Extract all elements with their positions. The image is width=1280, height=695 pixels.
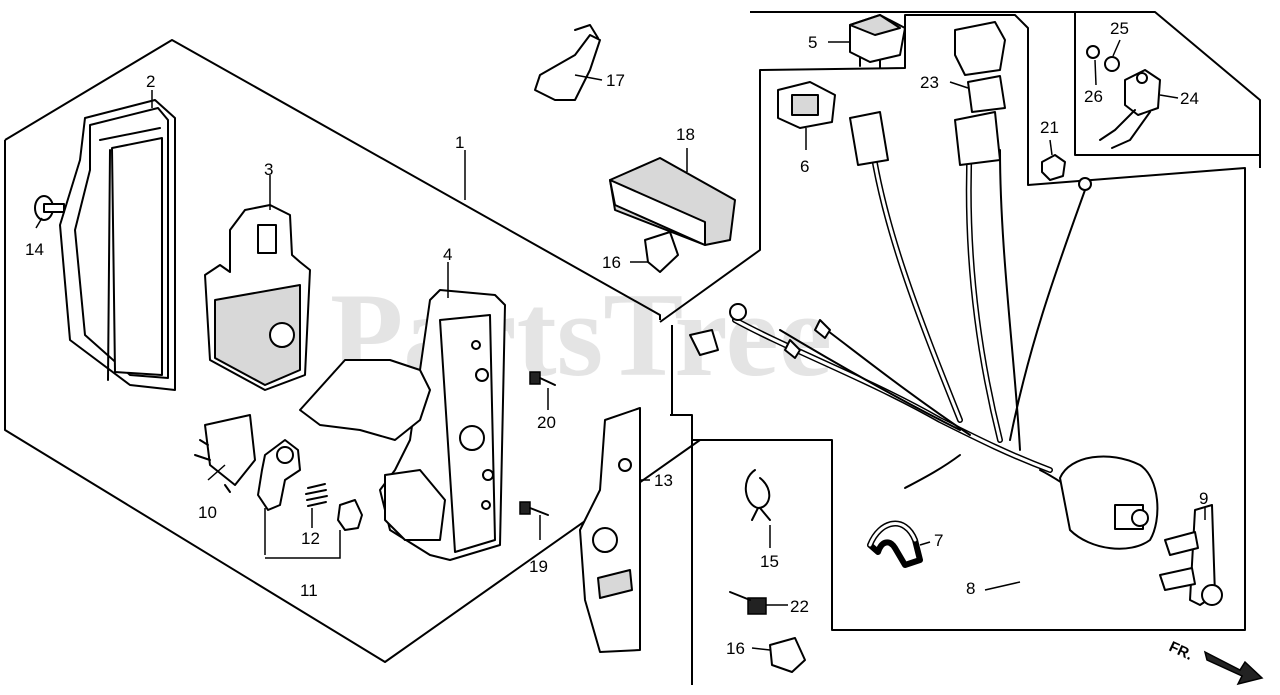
- callout-7: 7: [934, 531, 943, 550]
- part-23-fuse: [954, 21, 1006, 113]
- callout-15: 15: [760, 552, 779, 571]
- part-12-spring: [305, 483, 363, 531]
- part-7-clamp: [867, 520, 923, 568]
- part-22-bolt: [729, 591, 767, 615]
- part-11-lever: [257, 439, 301, 511]
- callout-18: 18: [676, 125, 695, 144]
- callout-11: 11: [300, 581, 318, 600]
- callout-21: 21: [1040, 118, 1059, 137]
- upper-frame: [750, 11, 1261, 168]
- callout-1: 1: [455, 133, 464, 152]
- part-9-key: [1159, 504, 1223, 606]
- part-18-pad: [609, 157, 736, 246]
- callout-24: 24: [1180, 89, 1199, 108]
- part-16b-clip: [769, 637, 806, 673]
- leader-lines: [35, 39, 1206, 651]
- part-24-sensor: [1099, 69, 1161, 149]
- part-10-switch: [194, 414, 256, 493]
- callout-23: 23: [920, 73, 939, 92]
- callout-16b: 16: [726, 639, 745, 658]
- callout-22: 22: [790, 597, 809, 616]
- callout-16a: 16: [602, 253, 621, 272]
- harness-group-outline: [659, 14, 1246, 631]
- callout-5: 5: [808, 33, 817, 52]
- part-16a-clip: [644, 231, 679, 273]
- part-19-bolt: [519, 501, 549, 516]
- callout-17: 17: [606, 71, 625, 90]
- callout-12: 12: [301, 529, 320, 548]
- part-26-washer: [1086, 45, 1100, 59]
- callout-3: 3: [264, 160, 273, 179]
- callouts: 1 2 3 4 5 6 7 8 9 10 11 12 13 14 15 16 1…: [25, 19, 1208, 658]
- part-20-bolt: [529, 371, 556, 386]
- ignition-switch: [1059, 455, 1159, 550]
- callout-2: 2: [146, 72, 155, 91]
- callout-13: 13: [654, 471, 673, 490]
- callout-9: 9: [1199, 489, 1208, 508]
- callout-20: 20: [537, 413, 556, 432]
- assembly-1-outline: [4, 39, 701, 663]
- harness-box-right: [671, 70, 761, 415]
- part-2-cover: [59, 99, 176, 391]
- callout-14: 14: [25, 240, 44, 259]
- callout-8: 8: [966, 579, 975, 598]
- callout-19: 19: [529, 557, 548, 576]
- part-6-connector: [777, 81, 836, 129]
- callout-6: 6: [800, 157, 809, 176]
- part-25-screw: [1104, 56, 1120, 72]
- part-21-nut: [1041, 154, 1066, 181]
- callout-26: 26: [1084, 87, 1103, 106]
- front-direction-arrow: FR.: [1166, 638, 1264, 686]
- svg-text:FR.: FR.: [1166, 638, 1195, 664]
- part-15-band: [744, 469, 771, 521]
- callout-25: 25: [1110, 19, 1129, 38]
- part-17-clip: [534, 24, 601, 101]
- part-3-bracket: [204, 204, 311, 391]
- part-8-wire-harness: [689, 111, 1092, 493]
- part-13-plate: [579, 407, 641, 653]
- part-24-box: [1074, 12, 1260, 156]
- callout-4: 4: [443, 245, 452, 264]
- callout-10: 10: [198, 503, 217, 522]
- part-4-control-panel: [299, 289, 506, 561]
- part-14-screw: [34, 195, 65, 221]
- part-5-relay: [849, 14, 906, 69]
